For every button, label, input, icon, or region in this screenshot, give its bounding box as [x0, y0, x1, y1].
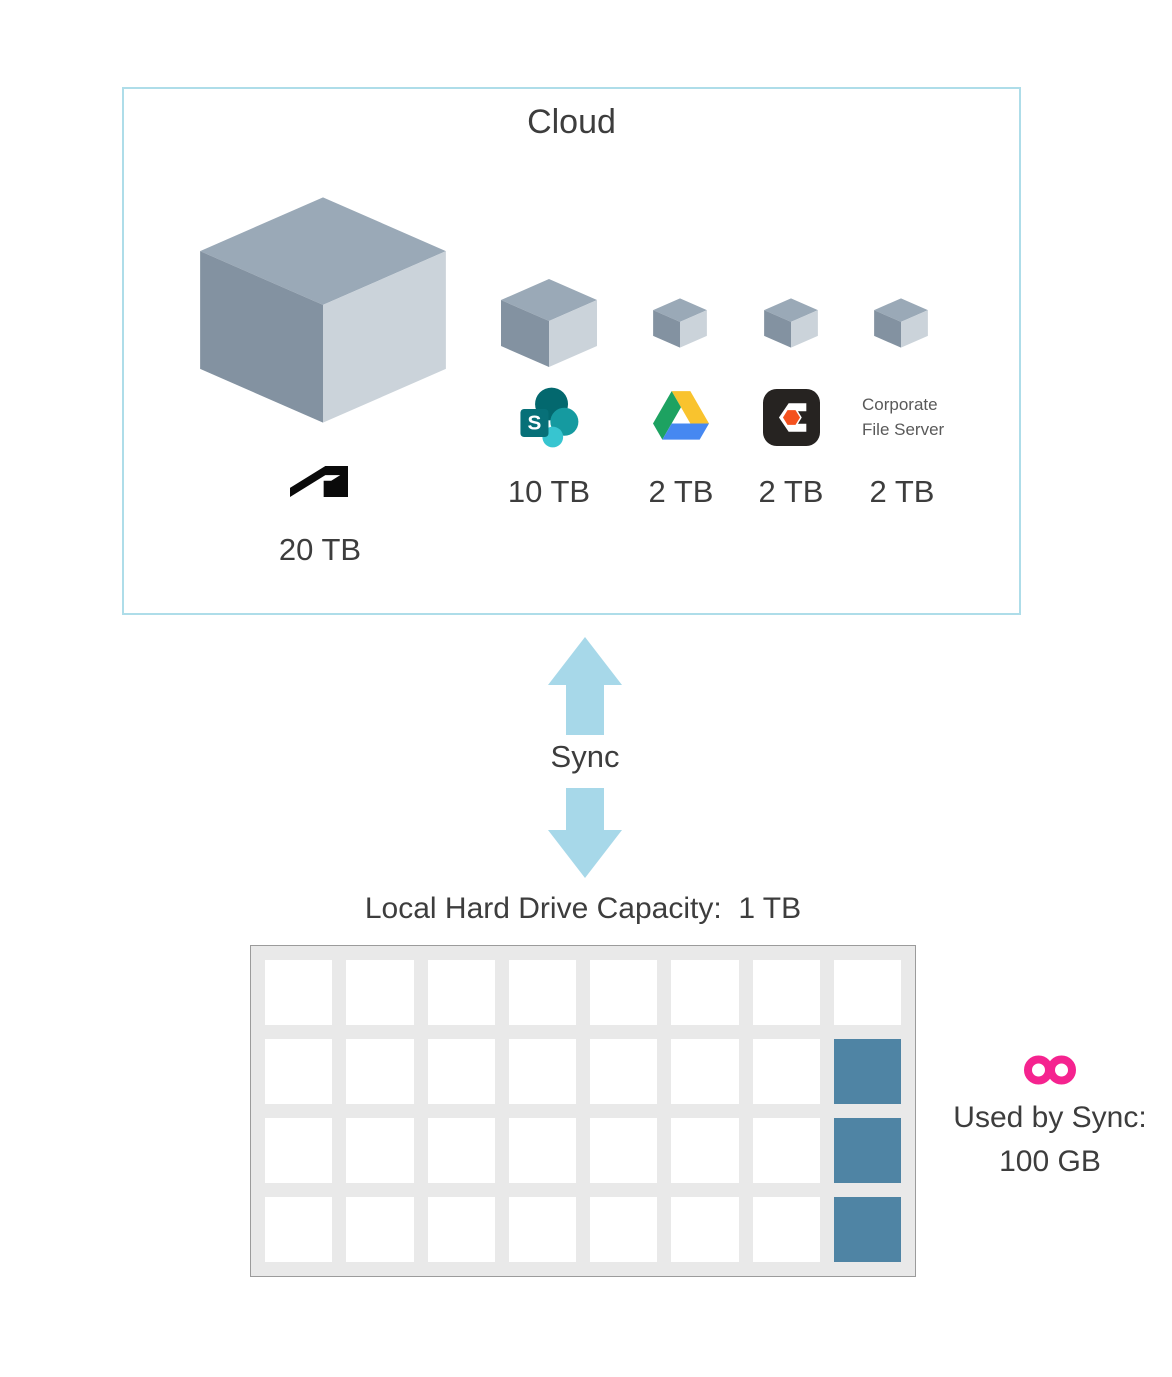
cube-2tb-fileserver [874, 298, 928, 348]
used-by-sync-value: 100 GB [999, 1145, 1101, 1178]
drive-cell-free [508, 960, 576, 1025]
sync-arrow-up-icon [548, 637, 622, 735]
infinity-icon [1024, 1055, 1076, 1085]
capacity-label-drive: 2 TB [648, 474, 714, 509]
cube-2tb-procore [764, 298, 818, 348]
drive-cell-free [427, 960, 495, 1025]
hard-drive-grid [250, 945, 916, 1277]
used-by-sync-label: Used by Sync: [953, 1101, 1147, 1134]
autodesk-icon [290, 465, 348, 498]
cloud-title: Cloud [527, 103, 616, 141]
local-drive-title: Local Hard Drive Capacity: 1 TB [364, 892, 802, 925]
procore-icon [763, 389, 820, 446]
drive-cell-free [752, 1039, 820, 1104]
capacity-label-procore: 2 TB [758, 474, 824, 509]
capacity-label-fileserver: 2 TB [869, 474, 935, 509]
drive-cell-free [427, 1039, 495, 1104]
sync-arrow-down-icon [548, 788, 622, 878]
drive-cell-free [346, 1118, 414, 1183]
cube-10tb [501, 279, 597, 367]
drive-cell-free [508, 1039, 576, 1104]
drive-cell-free [265, 960, 333, 1025]
drive-cell-free [752, 1197, 820, 1262]
capacity-label-sharepoint: 10 TB [507, 474, 591, 509]
drive-cell-free [346, 1039, 414, 1104]
drive-cell-free [833, 960, 901, 1025]
drive-cell-free [590, 960, 658, 1025]
drive-cell-free [590, 1039, 658, 1104]
drive-cell-free [265, 1039, 333, 1104]
capacity-label-autodesk: 20 TB [278, 532, 362, 567]
drive-cell-free [508, 1197, 576, 1262]
cube-20tb [200, 197, 446, 423]
drive-cell-free [265, 1197, 333, 1262]
drive-cell-used [833, 1118, 901, 1183]
drive-cell-used [833, 1039, 901, 1104]
drive-cell-free [671, 960, 739, 1025]
drive-cell-free [671, 1197, 739, 1262]
drive-cell-free [508, 1118, 576, 1183]
sharepoint-icon: S [520, 387, 579, 448]
drive-cell-free [752, 960, 820, 1025]
sync-label: Sync [550, 739, 620, 774]
sync-usage-legend: Used by Sync: 100 GB [928, 1052, 1172, 1184]
svg-text:S: S [528, 412, 542, 435]
drive-cell-used [833, 1197, 901, 1262]
drive-cell-free [265, 1118, 333, 1183]
cube-2tb-drive [653, 298, 707, 348]
drive-cell-free [427, 1197, 495, 1262]
drive-cell-free [590, 1118, 658, 1183]
drive-cell-free [671, 1118, 739, 1183]
google-drive-icon [653, 391, 709, 440]
cloud-box [122, 87, 1021, 615]
drive-cell-free [346, 960, 414, 1025]
drive-cell-free [671, 1039, 739, 1104]
drive-cell-free [427, 1118, 495, 1183]
corporate-file-server-label: Corporate File Server [862, 395, 945, 439]
drive-cell-free [590, 1197, 658, 1262]
drive-cell-free [346, 1197, 414, 1262]
drive-cell-free [752, 1118, 820, 1183]
